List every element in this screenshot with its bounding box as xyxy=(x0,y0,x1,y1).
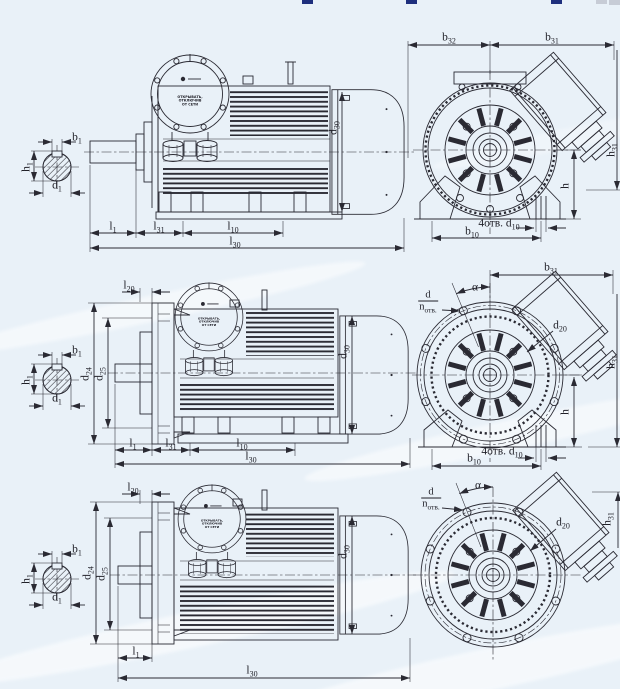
row1-front-view xyxy=(407,41,620,242)
dim-label-l31: l31 xyxy=(165,437,177,452)
dim-label-b32: b32 xyxy=(442,31,456,46)
dim-label-d30: d30 xyxy=(327,121,342,135)
dim-label-d1: d1 xyxy=(52,392,62,407)
dim-label-l1: l1 xyxy=(132,645,140,660)
dim-label-h31: h31 xyxy=(605,355,620,369)
dim-label-d25: d25 xyxy=(95,567,110,581)
dim-label-b1: b1 xyxy=(72,543,82,558)
dim-label-h31: h31 xyxy=(601,512,616,526)
dim-label-foot-holes: 4отв. d10 xyxy=(481,445,523,460)
dim-label-l10: l10 xyxy=(236,437,248,452)
row2-front-view xyxy=(412,270,620,470)
dim-label-h1: h1 xyxy=(20,375,35,385)
dim-label-foot-holes: 4отв. d10 xyxy=(478,217,520,232)
dim-label-d25: d25 xyxy=(93,367,108,381)
dim-label-l30: l30 xyxy=(246,664,258,679)
dim-label-d30: d30 xyxy=(337,345,352,359)
dim-label-b10: b10 xyxy=(467,452,481,467)
clipped-header-text-remnant xyxy=(551,0,562,4)
dim-label-d1: d1 xyxy=(52,179,62,194)
dim-label-h1: h1 xyxy=(20,574,35,584)
clipped-header-text-remnant xyxy=(596,0,607,4)
dim-label-h: h xyxy=(559,183,572,189)
dim-label-d30: d30 xyxy=(337,545,352,559)
dim-label-b31: b31 xyxy=(545,31,559,46)
dim-label-alpha: α xyxy=(471,281,479,294)
terminal-box-warning-plate: ОТКРЫВАТЬ, ОТКЛЮЧИВ ОТ СЕТИ xyxy=(177,94,203,107)
row3-front-view xyxy=(413,471,620,660)
dim-label-l10: l10 xyxy=(227,220,239,235)
dim-label-l31: l31 xyxy=(153,220,165,235)
terminal-box-warning-plate: ОТКРЫВАТЬ, ОТКЛЮЧИВ ОТ СЕТИ xyxy=(200,518,224,529)
dim-label-l1: l1 xyxy=(109,220,117,235)
dim-label-l20: l20 xyxy=(123,279,135,294)
dim-label-hole-count-fraction: d nотв. xyxy=(421,486,441,512)
terminal-box-warning-plate: ОТКРЫВАТЬ, ОТКЛЮЧИВ ОТ СЕТИ xyxy=(197,316,221,327)
clipped-header-text-remnant xyxy=(406,0,417,4)
dim-label-d20: d20 xyxy=(556,516,570,531)
dim-label-l1: l1 xyxy=(129,437,137,452)
dim-label-h: h xyxy=(559,409,572,415)
dim-label-hole-count-fraction: d nотв. xyxy=(418,289,438,315)
dim-label-h31: h31 xyxy=(605,143,620,157)
dim-label-l30: l30 xyxy=(245,450,257,465)
dim-label-d20: d20 xyxy=(553,319,567,334)
dim-label-b10: b10 xyxy=(465,225,479,240)
dim-label-d1: d1 xyxy=(52,591,62,606)
clipped-header-text-remnant xyxy=(302,0,313,4)
clipped-header-text-remnant xyxy=(609,0,620,5)
dim-label-d24: d24 xyxy=(81,566,96,580)
row1-side-view xyxy=(29,54,414,252)
dim-label-l20: l20 xyxy=(127,481,139,496)
dim-label-b31: b31 xyxy=(544,261,558,276)
dim-label-b1: b1 xyxy=(72,344,82,359)
dim-label-b1: b1 xyxy=(72,131,82,146)
dim-label-l30: l30 xyxy=(229,235,241,250)
dim-label-h1: h1 xyxy=(20,162,35,172)
row3-side-view xyxy=(29,484,416,682)
row2-side-view xyxy=(29,282,416,468)
dim-label-d24: d24 xyxy=(79,367,94,381)
dim-label-alpha: α xyxy=(474,479,482,492)
